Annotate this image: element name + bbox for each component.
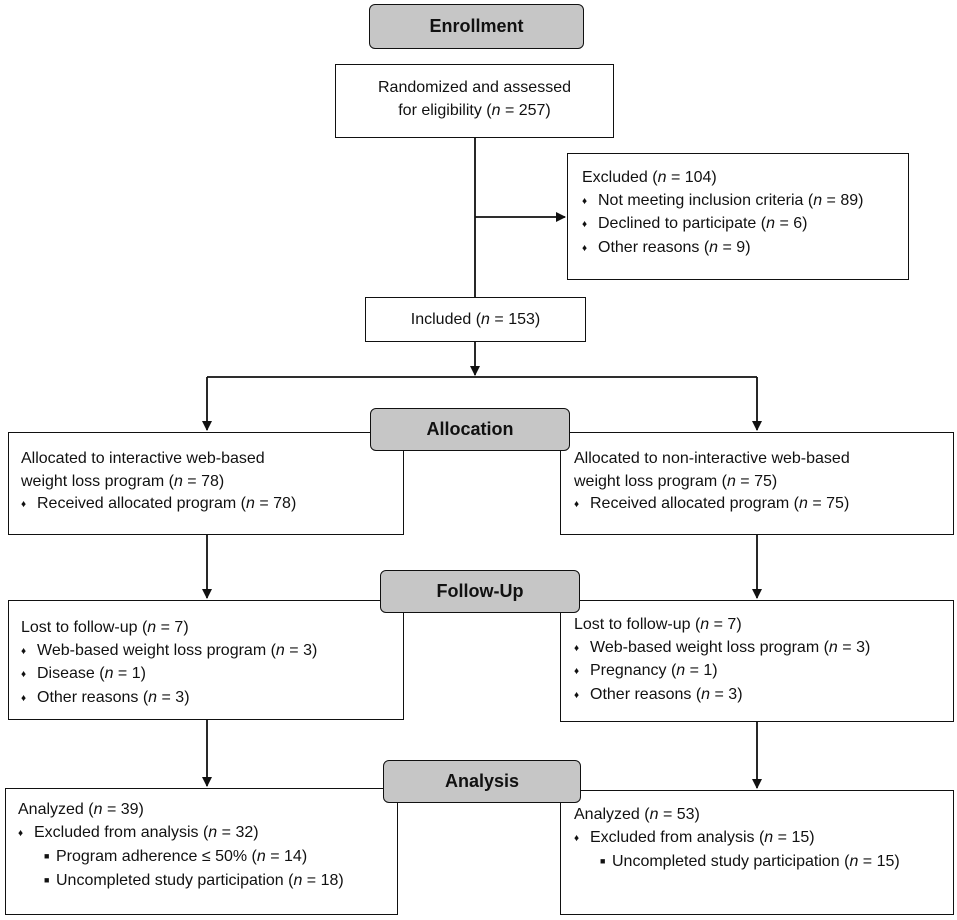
alloc-right-line2: weight loss program (n = 75) [574,472,778,490]
randomized-line2: for eligibility (n = 257) [398,101,551,119]
diamond-bullet-icon: ♦ [582,195,588,207]
analysis-right-box: Analyzed (n = 53) ♦Excluded from analysi… [560,790,954,915]
analysis-left-box: Analyzed (n = 39) ♦Excluded from analysi… [5,788,398,915]
randomized-box: Randomized and assessed for eligibility … [335,64,614,138]
stage-analysis-label: Analysis [444,771,520,791]
excluded-box: Excluded (n = 104) ♦Not meeting inclusio… [567,153,909,280]
follow-left-box: Lost to follow-up (n = 7) ♦Web-based wei… [8,600,404,720]
diamond-bullet-icon: ♦ [18,827,24,839]
included-box: Included (n = 153) [365,297,586,342]
stage-enrollment-label: Enrollment [429,16,524,36]
follow-left-item-other: ♦Other reasons (n = 3) [21,687,403,711]
analysis-right-title: Analyzed (n = 53) [574,806,700,823]
alloc-left-line1: Allocated to interactive web-based [21,450,265,467]
follow-left-item-web: ♦Web-based weight loss program (n = 3) [21,640,403,664]
analysis-left-excluded: ♦Excluded from analysis (n = 32) [18,822,397,846]
stage-follow-up-label: Follow-Up [436,581,524,601]
alloc-right-line1: Allocated to non-interactive web-based [574,450,850,467]
stage-follow-up: Follow-Up [380,570,580,613]
diamond-bullet-icon: ♦ [574,666,580,677]
follow-right-box: Lost to follow-up (n = 7) ♦Web-based wei… [560,600,954,722]
analysis-left-title: Analyzed (n = 39) [18,801,144,818]
diamond-bullet-icon: ♦ [21,692,27,704]
diamond-bullet-icon: ♦ [21,499,27,510]
diamond-bullet-icon: ♦ [582,242,588,254]
diamond-bullet-icon: ♦ [574,499,580,510]
alloc-left-received: ♦Received allocated program (n = 78) [21,493,403,517]
excluded-title: Excluded (n = 104) [582,169,717,186]
alloc-left-box: Allocated to interactive web-based weigh… [8,432,404,535]
stage-enrollment: Enrollment [369,4,584,49]
follow-right-item-pregnancy: ♦Pregnancy (n = 1) [574,660,953,684]
stage-analysis: Analysis [383,760,581,803]
alloc-left-line2: weight loss program (n = 78) [21,472,225,490]
analysis-right-excluded: ♦Excluded from analysis (n = 15) [574,827,953,851]
diamond-bullet-icon: ♦ [21,669,27,680]
square-bullet-icon: ■ [44,874,50,885]
diamond-bullet-icon: ♦ [574,642,580,654]
square-bullet-icon: ■ [600,856,606,866]
excluded-item-inclusion: ♦Not meeting inclusion criteria (n = 89) [582,190,908,214]
alloc-right-received: ♦Received allocated program (n = 75) [574,493,953,517]
randomized-line1: Randomized and assessed [377,79,571,96]
follow-left-title: Lost to follow-up (n = 7) [21,619,189,636]
follow-right-item-web: ♦Web-based weight loss program (n = 3) [574,637,953,661]
stage-allocation: Allocation [370,408,570,451]
follow-right-title: Lost to follow-up (n = 7) [574,616,742,633]
alloc-right-box: Allocated to non-interactive web-based w… [560,432,954,535]
excluded-item-other: ♦Other reasons (n = 9) [582,237,908,261]
follow-left-item-disease: ♦Disease (n = 1) [21,663,403,687]
follow-right-item-other: ♦Other reasons (n = 3) [574,684,953,708]
diamond-bullet-icon: ♦ [574,832,580,844]
analysis-left-sub-adherence: ■Program adherence ≤ 50% (n = 14) [18,845,397,869]
analysis-left-sub-uncompleted: ■Uncompleted study participation (n = 18… [18,869,397,893]
stage-allocation-label: Allocation [426,419,514,439]
included-label: Included (n = 153) [410,311,541,328]
diamond-bullet-icon: ♦ [574,689,580,701]
square-bullet-icon: ■ [44,851,50,861]
excluded-item-declined: ♦Declined to participate (n = 6) [582,213,908,237]
diamond-bullet-icon: ♦ [21,645,27,657]
analysis-right-sub-uncompleted: ■Uncompleted study participation (n = 15… [574,850,953,874]
diamond-bullet-icon: ♦ [582,219,588,230]
